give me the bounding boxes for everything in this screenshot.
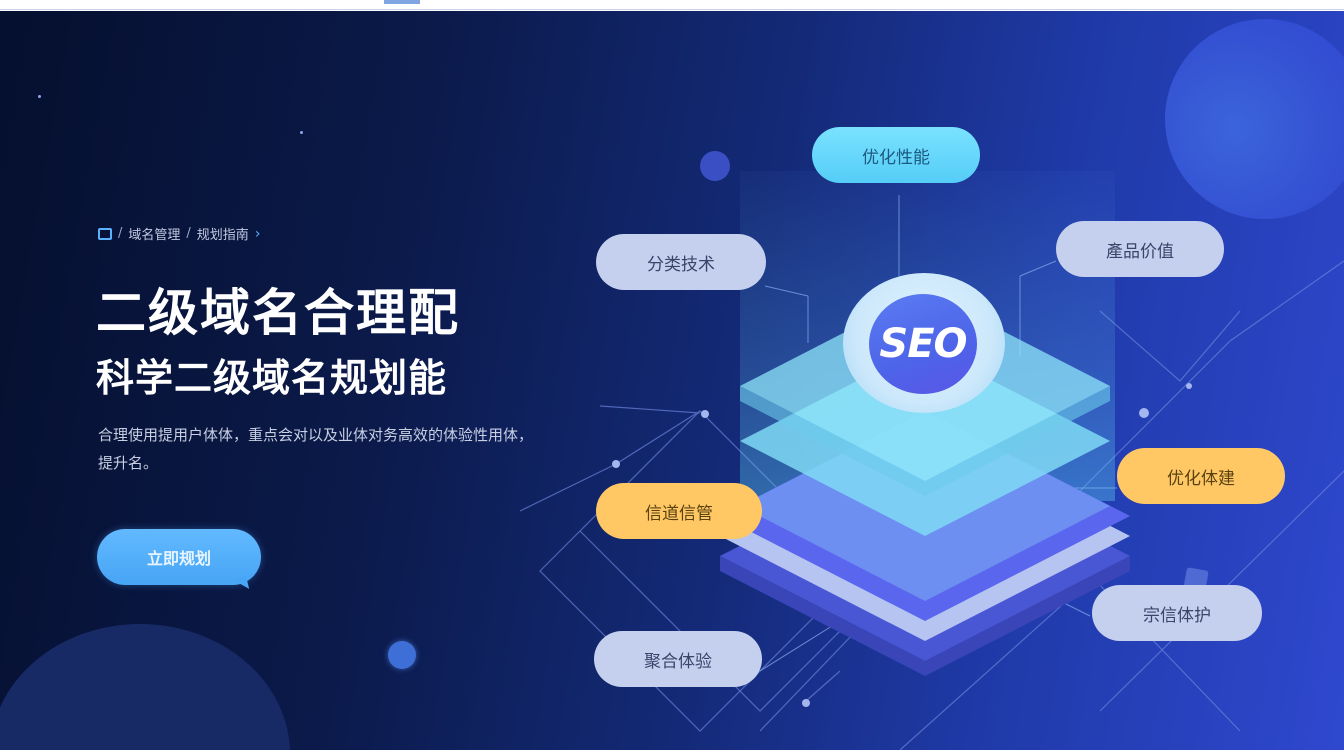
breadcrumb: / 域名管理 / 规划指南 › [98, 224, 260, 243]
seo-badge-label: SEO [879, 321, 967, 367]
decorative-circle-top-right [1165, 19, 1344, 219]
seo-badge[interactable]: SEO [869, 294, 977, 394]
stacked-layers-illustration [720, 291, 1130, 676]
pill-classification-tech[interactable]: 分类技术 [596, 234, 766, 290]
star-dot [300, 131, 303, 134]
star-dot [38, 95, 41, 98]
start-planning-button[interactable]: 立即规划 [97, 529, 261, 585]
active-tab-marker[interactable] [384, 0, 420, 4]
hero-banner: / 域名管理 / 规划指南 › 二级域名合理配 科学二级域名规划能 合理使用提用… [0, 11, 1344, 750]
hero-description: 合理使用提用户体体，重点会对以及业体对务高效的体验性用体，提升名。 [98, 426, 534, 472]
pill-maintenance[interactable]: 宗信体护 [1092, 585, 1262, 641]
breadcrumb-item-planning-guide[interactable]: 规划指南 [196, 228, 249, 243]
page-subtitle: 科学二级域名规划能 [96, 356, 448, 400]
breadcrumb-separator: / [186, 226, 191, 241]
pill-optimize-build[interactable]: 优化体建 [1117, 448, 1285, 504]
pill-optimize-performance[interactable]: 优化性能 [812, 127, 980, 183]
chevron-right-icon: › [254, 225, 261, 242]
decorative-dot [388, 641, 416, 669]
pill-product-value[interactable]: 產品价值 [1056, 221, 1224, 277]
breadcrumb-separator: / [118, 226, 123, 241]
pill-channel-management[interactable]: 信道信管 [596, 483, 762, 539]
decorative-dot [700, 151, 730, 181]
home-icon[interactable] [98, 227, 112, 240]
browser-top-strip [0, 0, 1344, 10]
breadcrumb-item-domain-management[interactable]: 域名管理 [128, 228, 181, 243]
pill-aggregate-experience[interactable]: 聚合体验 [594, 631, 762, 687]
page-title: 二级域名合理配 [96, 284, 460, 342]
